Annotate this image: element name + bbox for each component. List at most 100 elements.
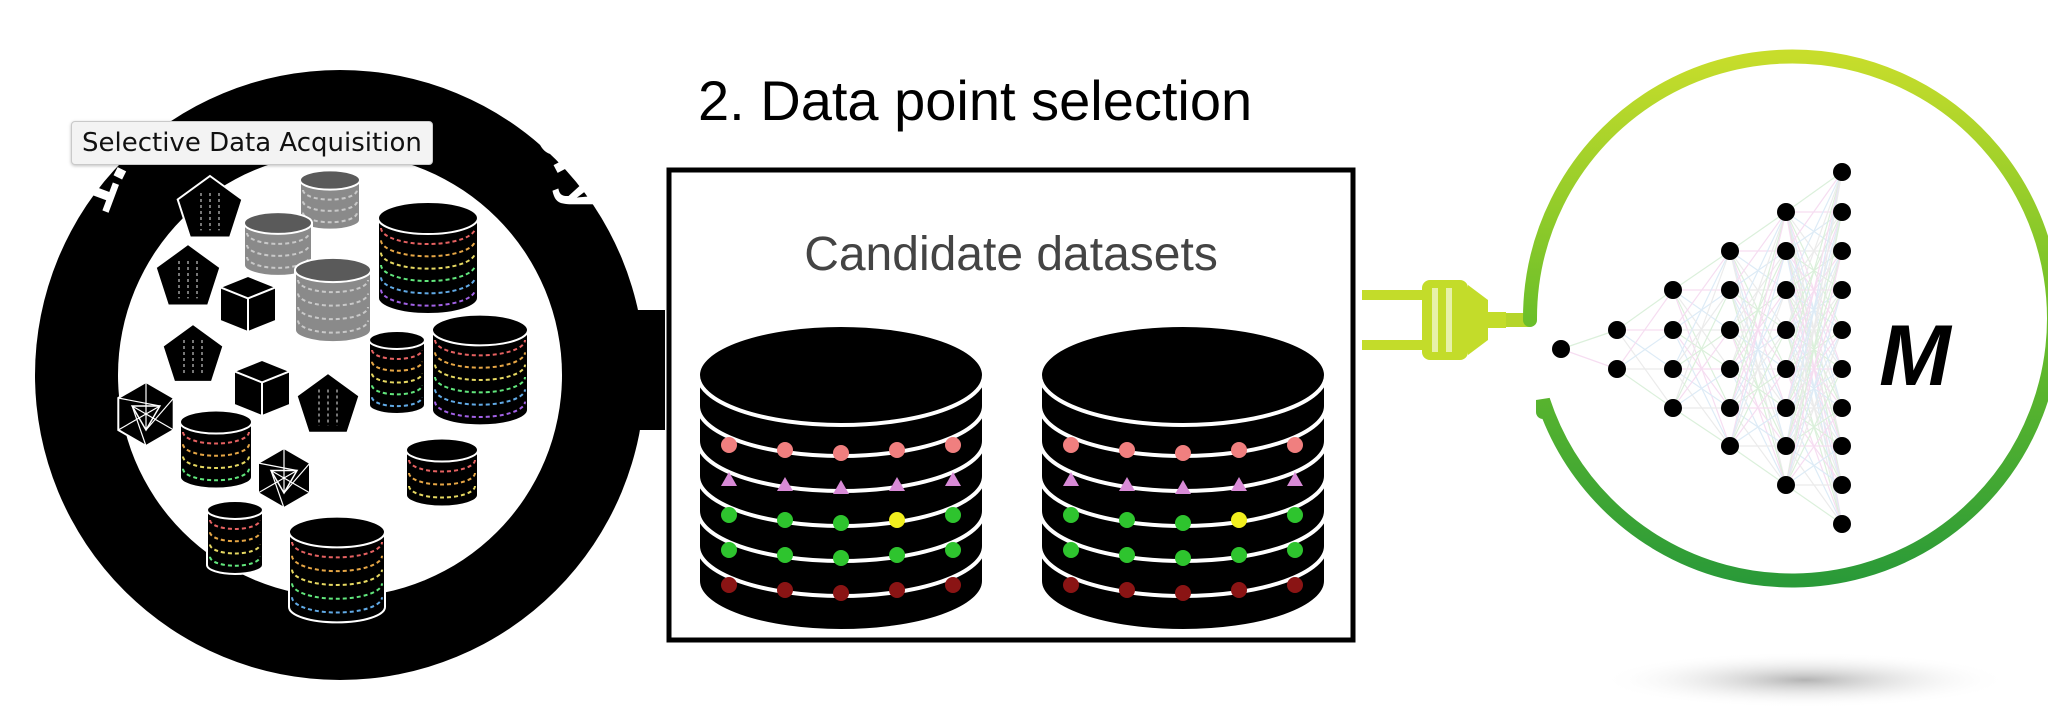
candidate-dataset-1 (696, 323, 986, 633)
network-node (1721, 242, 1739, 260)
data-point (1231, 512, 1247, 528)
lens-cylinder-colored (431, 313, 529, 427)
data-point (1119, 442, 1135, 458)
network-node (1833, 163, 1851, 181)
lens-cylinder-black (368, 330, 426, 415)
data-point (1175, 515, 1191, 531)
candidate-dataset-2 (1038, 323, 1328, 633)
lens-cylinder-colored (288, 515, 386, 624)
data-point (777, 582, 793, 598)
lens-cylinder-colored (405, 437, 479, 508)
lens-cylinder-black (206, 500, 264, 575)
network-node (1552, 340, 1570, 358)
data-point (1063, 472, 1079, 486)
model-ring (1522, 49, 2048, 588)
lens-cylinder-colored (179, 409, 253, 490)
network-node (1721, 399, 1739, 417)
data-point (833, 480, 849, 494)
data-point (1063, 577, 1079, 593)
data-point (889, 477, 905, 491)
network-node (1777, 437, 1795, 455)
network-node (1777, 399, 1795, 417)
data-point (945, 472, 961, 486)
data-point (1063, 507, 1079, 523)
data-point (1287, 577, 1303, 593)
network-node (1777, 321, 1795, 339)
network-node (1664, 360, 1682, 378)
model-label: M (1879, 308, 1953, 404)
network-node (1777, 360, 1795, 378)
data-point (1119, 582, 1135, 598)
data-point (777, 442, 793, 458)
lens-cube (233, 358, 291, 418)
neural-network (1552, 163, 1851, 533)
data-point (1287, 472, 1303, 486)
data-point (889, 582, 905, 598)
data-point (721, 472, 737, 486)
data-point (889, 442, 905, 458)
lens-pentagon (176, 174, 244, 239)
data-point (833, 550, 849, 566)
data-point (1063, 437, 1079, 453)
data-point (1287, 542, 1303, 558)
data-point (1119, 477, 1135, 491)
lens-cube (219, 274, 277, 334)
data-point (833, 585, 849, 601)
data-point (777, 477, 793, 491)
network-node (1664, 321, 1682, 339)
network-node (1664, 399, 1682, 417)
network-node (1833, 476, 1851, 494)
lens-pentagon (295, 371, 361, 434)
network-node (1777, 203, 1795, 221)
data-point (721, 437, 737, 453)
data-point (945, 437, 961, 453)
lens-icosahedron (257, 446, 311, 510)
data-point (777, 512, 793, 528)
network-node (1721, 360, 1739, 378)
data-point (1231, 582, 1247, 598)
data-point (1231, 477, 1247, 491)
lens-pentagon (161, 322, 225, 383)
data-point (945, 507, 961, 523)
network-node (1777, 242, 1795, 260)
data-point (1231, 442, 1247, 458)
lens-shapes (117, 169, 529, 624)
lens-icosahedron (117, 380, 175, 448)
network-node (1833, 203, 1851, 221)
plug-icon (1362, 280, 1506, 360)
data-point (889, 547, 905, 563)
data-point (833, 445, 849, 461)
model-shadow (1600, 652, 2010, 708)
data-point (1175, 480, 1191, 494)
network-node (1833, 281, 1851, 299)
network-node (1721, 321, 1739, 339)
network-node (1833, 437, 1851, 455)
network-node (1721, 437, 1739, 455)
data-point (721, 542, 737, 558)
data-point (721, 507, 737, 523)
data-point (1287, 507, 1303, 523)
data-point (1175, 585, 1191, 601)
data-point (1175, 550, 1191, 566)
data-point (833, 515, 849, 531)
data-point (889, 512, 905, 528)
data-point (1063, 542, 1079, 558)
data-point (945, 542, 961, 558)
stage2-title: 2. Data point selection (698, 69, 1252, 132)
lens-cylinder-colored (377, 201, 479, 315)
data-point (1175, 445, 1191, 461)
network-node (1833, 321, 1851, 339)
network-node (1777, 281, 1795, 299)
lens-pentagon (154, 242, 222, 307)
tooltip: Selective Data Acquisition (71, 121, 433, 165)
lens-cylinder-gray (243, 211, 313, 277)
network-node (1721, 281, 1739, 299)
network-node (1664, 281, 1682, 299)
data-point (721, 577, 737, 593)
candidate-datasets (696, 323, 1328, 633)
network-edges (1560, 171, 1843, 525)
candidate-box-label: Candidate datasets (804, 228, 1218, 281)
network-node (1833, 399, 1851, 417)
network-node (1608, 321, 1626, 339)
